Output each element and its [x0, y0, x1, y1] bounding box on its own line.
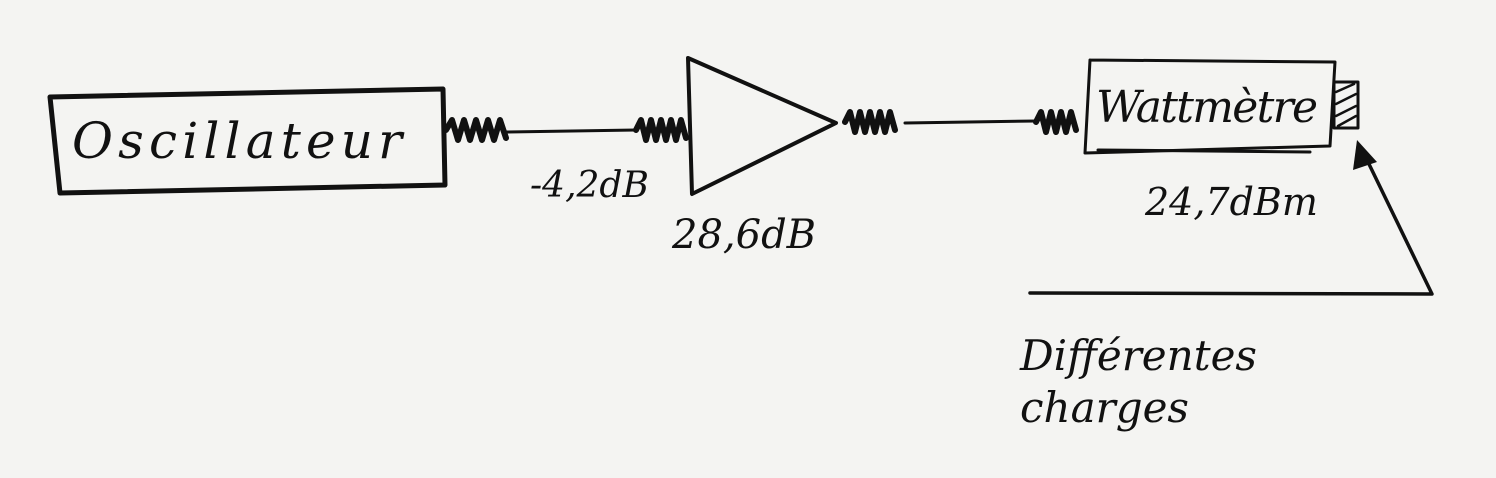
wattmeter-label: Wattmètre: [1096, 82, 1318, 133]
output-cable: [903, 119, 1038, 125]
oscillator-block: Oscillateur: [47, 86, 448, 196]
load-terminal-box: [1332, 80, 1360, 130]
wattmeter-block: Wattmètre: [1083, 58, 1337, 155]
wattmeter-base-line: [1096, 148, 1312, 154]
oscillator-label: Oscillateur: [72, 112, 405, 170]
load-terminal: [1332, 80, 1360, 130]
loads-label-line1: Différentes: [1019, 331, 1257, 380]
wattmeter-input-connector: [1033, 109, 1079, 135]
loads-pointer-line: [1028, 160, 1434, 296]
cable-loss-label: -4,2dB: [530, 165, 649, 206]
input-cable: [503, 128, 638, 134]
amplifier-input-connector: [633, 117, 689, 143]
oscillator-box: [47, 86, 448, 196]
amplifier-gain-label: 28,6dB: [671, 212, 816, 258]
load-hatch-icon: [1334, 82, 1358, 128]
loads-pointer-arrowhead-icon: [1353, 140, 1377, 170]
amplifier-output-connector: [842, 109, 898, 135]
loads-label-line2: charges: [1020, 383, 1189, 432]
loads-pointer: [1028, 140, 1434, 296]
amplifier-triangle: [686, 56, 838, 196]
oscillator-output-connector: [443, 117, 509, 143]
wattmeter-reading-label: 24,7dBm: [1144, 180, 1318, 224]
